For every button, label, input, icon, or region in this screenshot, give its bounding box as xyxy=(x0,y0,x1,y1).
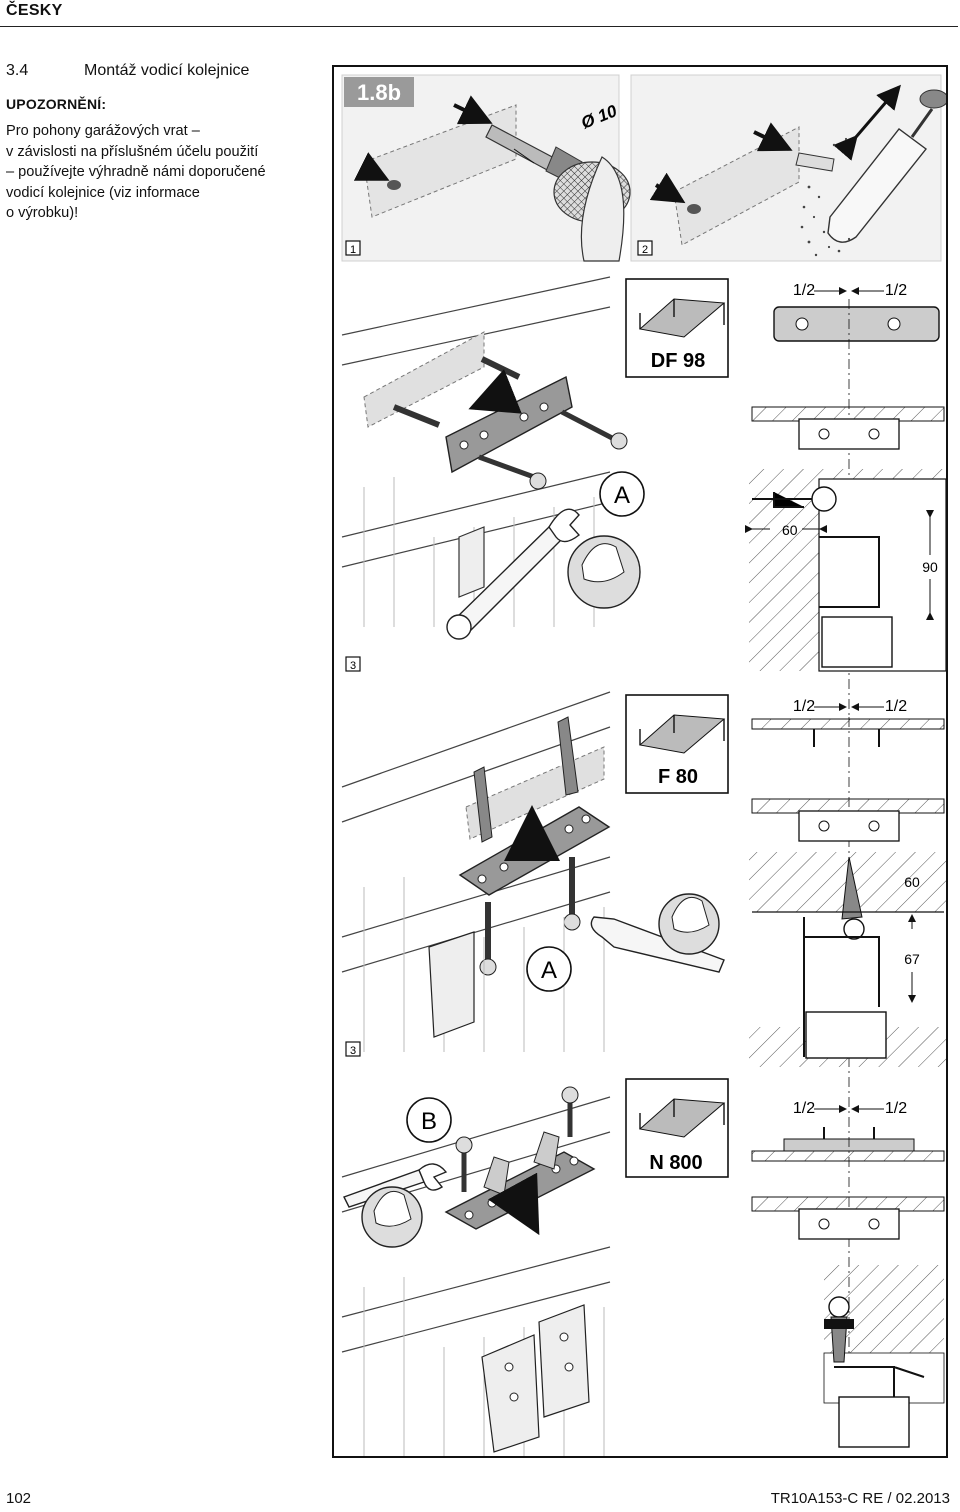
dimension-label: 67 xyxy=(904,951,920,967)
warning-line: Pro pohony garážových vrat – xyxy=(6,123,200,139)
detail-df98: 1/2 1/2 60 90 xyxy=(745,282,946,717)
half-label: 1/2 xyxy=(885,282,907,299)
dimension-label: 60 xyxy=(782,522,798,538)
panel-clean-hole: 2 xyxy=(630,74,946,262)
warning-line: v závislosti na příslušném účelu použití xyxy=(6,143,259,160)
hole-marker xyxy=(387,180,401,190)
door-bracket-icon xyxy=(458,526,485,598)
warning-line: o výrobku)! xyxy=(6,205,79,221)
half-label: 1/2 xyxy=(885,1100,907,1117)
dust-particles xyxy=(800,137,851,257)
drill-icon xyxy=(580,156,625,262)
bracket-icon xyxy=(445,375,573,474)
document-code: TR10A153-C RE / 02.2013 xyxy=(770,1490,950,1507)
panel-drill: 1.8b Ø 10 1 xyxy=(341,74,631,262)
figure-id: 1.8b xyxy=(357,80,401,105)
blow-out-pump-icon xyxy=(827,128,927,243)
step-number: 1 xyxy=(350,244,356,256)
wrench-icon xyxy=(590,916,725,973)
panel-mount-df98: 3 A xyxy=(341,276,645,672)
page-number: 102 xyxy=(6,1490,32,1507)
section-number: 3.4 xyxy=(6,62,29,79)
warning-label: UPOZORNĚNÍ: xyxy=(6,96,107,112)
warning-line: vodicí kolejnice (viz informace xyxy=(6,184,200,201)
door-bracket-icon xyxy=(481,1334,540,1453)
figure-id-badge xyxy=(344,77,414,107)
rail-type-f80: F 80 xyxy=(625,694,729,794)
half-label: 1/2 xyxy=(793,1100,815,1117)
arrow-icon xyxy=(649,172,686,204)
rail-type-df98: DF 98 xyxy=(625,278,729,378)
arrow-icon xyxy=(453,95,493,125)
screw-icon xyxy=(480,356,521,380)
screw-icon xyxy=(478,454,535,480)
double-arrow-icon xyxy=(833,84,901,161)
rail-type-label: DF 98 xyxy=(651,350,705,372)
dimension-label: 60 xyxy=(904,874,920,890)
wall-plug-icon xyxy=(557,716,579,796)
step-number: 3 xyxy=(350,1045,356,1057)
header-rule xyxy=(0,26,958,27)
wall-plug-icon xyxy=(473,766,493,843)
door-bracket-icon xyxy=(428,931,475,1038)
detail-marker-a: A xyxy=(614,482,630,509)
screw-icon xyxy=(392,404,441,428)
arrow-icon xyxy=(753,122,793,152)
rail-type-label: N 800 xyxy=(649,1152,702,1174)
arrow-icon xyxy=(353,152,390,181)
detail-marker-a: A xyxy=(541,957,557,984)
step-number: 2 xyxy=(642,244,648,256)
warning-text: Pro pohony garážových vrat – v závislost… xyxy=(6,121,318,224)
detail-f80: 1/2 1/2 60 67 xyxy=(749,698,946,1117)
rail-type-n800: N 800 xyxy=(625,1078,729,1178)
assembly-illustration: 1.8b Ø 10 1 2 xyxy=(341,74,946,1456)
panel-mount-n800: B xyxy=(341,1086,611,1456)
hole-marker xyxy=(687,204,701,214)
arrow-icon xyxy=(487,1172,540,1236)
detail-marker-b: B xyxy=(421,1108,437,1135)
section-title: Montáž vodicí kolejnice xyxy=(84,62,250,79)
screw-icon xyxy=(560,409,616,442)
half-label: 1/2 xyxy=(793,698,815,715)
panel-mount-f80: A 3 xyxy=(341,691,725,1057)
half-label: 1/2 xyxy=(885,698,907,715)
language-header: ČESKY xyxy=(6,2,63,19)
detail-n800: 1/2 1/2 xyxy=(751,1100,945,1448)
door-bracket-icon xyxy=(538,1304,590,1418)
hanger-plate-icon xyxy=(773,306,940,342)
rail-type-label: F 80 xyxy=(658,766,698,788)
half-label: 1/2 xyxy=(793,282,815,299)
warning-line: – používejte výhradně námi doporučené xyxy=(6,164,266,180)
assembly-figure: 1.8b Ø 10 1 2 xyxy=(332,65,948,1458)
arrow-icon xyxy=(468,369,522,414)
step-number: 3 xyxy=(350,660,356,672)
dimension-label: 90 xyxy=(922,559,938,575)
